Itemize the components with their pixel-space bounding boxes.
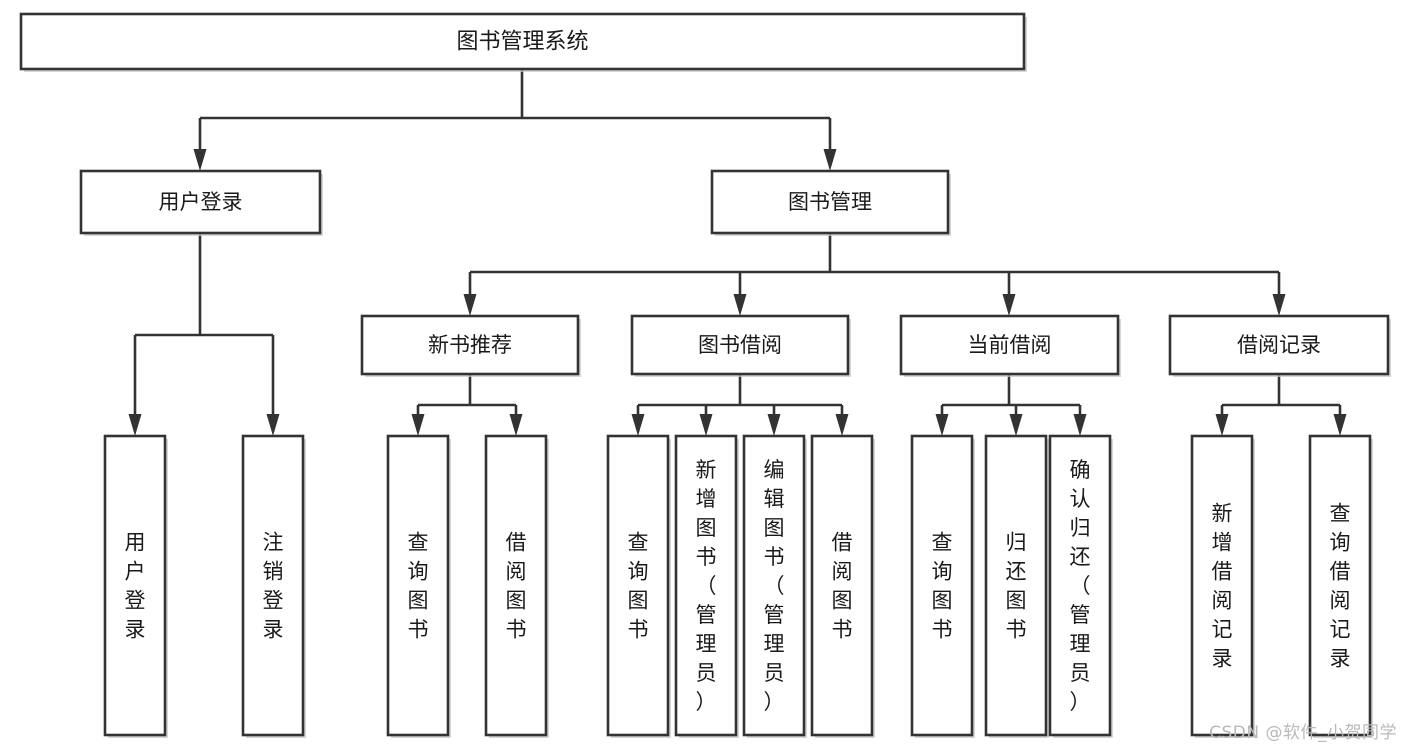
node-leaf-2-查询图书-rect — [386, 434, 450, 737]
node-leaf-8-查询图书-label: 查询图书 — [932, 531, 953, 642]
arrow-to-leaf-新书推荐-1-head — [509, 414, 523, 436]
node-level2-用户登录[interactable]: 用户登录 — [79, 169, 323, 236]
arrow-to-leaf-新书推荐-0-head — [411, 414, 425, 436]
node-level2-用户登录-label: 用户登录 — [159, 190, 243, 214]
node-level3-新书推荐[interactable]: 新书推荐 — [360, 314, 581, 377]
arrow-to-leaf-当前借阅-1-head — [1009, 414, 1023, 436]
node-leaf-10-确认归还管理员-rect — [1048, 434, 1112, 737]
arrow-to-level3-0-head — [463, 294, 477, 316]
node-level3-当前借阅-label: 当前借阅 — [968, 333, 1052, 357]
csdn-watermark: CSDN @软件_小贺同学 — [1209, 723, 1397, 743]
node-leaf-12-查询借阅记录-rect — [1308, 434, 1372, 737]
node-level3-借阅记录[interactable]: 借阅记录 — [1168, 314, 1391, 377]
node-root-图书管理系统-rect — [19, 12, 1026, 71]
node-leaf-1-注销登录[interactable]: 注销登录 — [241, 434, 306, 738]
node-leaf-4-查询图书[interactable]: 查询图书 — [606, 434, 671, 738]
node-level3-新书推荐-label: 新书推荐 — [428, 333, 512, 357]
node-level2-用户登录-rect — [79, 169, 322, 235]
node-level3-图书借阅-rect — [630, 314, 850, 376]
node-leaf-11-新增借阅记录[interactable]: 新增借阅记录 — [1190, 434, 1255, 738]
node-leaf-7-借阅图书-label: 借阅图书 — [832, 531, 853, 642]
node-leaf-0-用户登录[interactable]: 用户登录 — [103, 434, 168, 738]
arrow-to-leaf-当前借阅-2-head — [1073, 414, 1087, 436]
node-root-图书管理系统-label: 图书管理系统 — [456, 30, 588, 55]
node-leaf-6-编辑图书管理员-label: 编辑图书（管理员） — [764, 458, 785, 714]
node-leaf-9-归还图书-rect — [984, 434, 1048, 737]
node-leaf-4-查询图书-rect — [606, 434, 670, 737]
node-leaf-3-借阅图书[interactable]: 借阅图书 — [484, 434, 549, 738]
node-leaf-7-借阅图书[interactable]: 借阅图书 — [810, 434, 875, 738]
node-level3-图书借阅-label: 图书借阅 — [698, 333, 782, 357]
node-leaf-9-归还图书[interactable]: 归还图书 — [984, 434, 1049, 738]
node-level3-新书推荐-rect — [360, 314, 580, 376]
node-leaf-10-确认归还管理员-label: 确认归还（管理员） — [1070, 458, 1091, 714]
arrow-to-level3-3-head — [1272, 294, 1286, 316]
node-level3-借阅记录-rect — [1168, 314, 1390, 376]
node-leaf-8-查询图书-rect — [910, 434, 974, 737]
node-level3-借阅记录-label: 借阅记录 — [1237, 333, 1321, 357]
arrow-to-leaf-图书借阅-0-head — [631, 414, 645, 436]
node-leaf-7-借阅图书-rect — [810, 434, 874, 737]
node-leaf-2-查询图书-label: 查询图书 — [408, 531, 429, 642]
arrow-to-leaf-图书借阅-1-head — [699, 414, 713, 436]
node-level2-图书管理-label: 图书管理 — [788, 190, 872, 214]
node-leaf-12-查询借阅记录-label: 查询借阅记录 — [1330, 502, 1351, 671]
node-leaf-2-查询图书[interactable]: 查询图书 — [386, 434, 451, 738]
arrow-to-leaf-图书借阅-2-head — [767, 414, 781, 436]
arrow-to-level3-2-head — [1002, 294, 1016, 316]
node-layer: 图书管理系统用户登录图书管理新书推荐图书借阅当前借阅借阅记录用户登录注销登录查询… — [19, 12, 1391, 738]
arrow-to-level2-1-head — [823, 149, 837, 171]
node-leaf-3-借阅图书-rect — [484, 434, 548, 737]
node-level2-图书管理[interactable]: 图书管理 — [710, 169, 951, 236]
node-root-图书管理系统[interactable]: 图书管理系统 — [19, 12, 1027, 72]
arrow-to-user-login-leaf-0-head — [128, 414, 142, 436]
node-leaf-6-编辑图书管理员[interactable]: 编辑图书（管理员） — [742, 434, 807, 738]
node-leaf-8-查询图书[interactable]: 查询图书 — [910, 434, 975, 738]
arrow-to-level3-1-head — [733, 294, 747, 316]
arrow-to-leaf-借阅记录-0-head — [1215, 414, 1229, 436]
arrow-to-level2-0-head — [193, 149, 207, 171]
node-leaf-5-新增图书管理员-label: 新增图书（管理员） — [696, 458, 717, 714]
node-leaf-11-新增借阅记录-label: 新增借阅记录 — [1212, 502, 1233, 671]
node-leaf-4-查询图书-label: 查询图书 — [628, 531, 649, 642]
arrow-to-leaf-当前借阅-0-head — [935, 414, 949, 436]
node-level3-当前借阅-rect — [899, 314, 1120, 376]
node-leaf-0-用户登录-label: 用户登录 — [125, 531, 146, 642]
node-level3-当前借阅[interactable]: 当前借阅 — [899, 314, 1121, 377]
node-leaf-11-新增借阅记录-rect — [1190, 434, 1254, 737]
node-leaf-12-查询借阅记录[interactable]: 查询借阅记录 — [1308, 434, 1373, 738]
node-leaf-6-编辑图书管理员-rect — [742, 434, 806, 737]
node-leaf-9-归还图书-label: 归还图书 — [1006, 531, 1027, 642]
node-leaf-5-新增图书管理员-rect — [674, 434, 738, 737]
node-leaf-5-新增图书管理员[interactable]: 新增图书（管理员） — [674, 434, 739, 738]
node-level2-图书管理-rect — [710, 169, 950, 235]
node-leaf-3-借阅图书-label: 借阅图书 — [506, 531, 527, 642]
node-leaf-1-注销登录-label: 注销登录 — [263, 531, 284, 642]
node-leaf-10-确认归还管理员[interactable]: 确认归还（管理员） — [1048, 434, 1113, 738]
node-leaf-0-用户登录-rect — [103, 434, 167, 737]
connector-layer — [128, 69, 1347, 436]
node-level3-图书借阅[interactable]: 图书借阅 — [630, 314, 851, 377]
node-leaf-1-注销登录-rect — [241, 434, 305, 737]
arrow-to-leaf-图书借阅-3-head — [835, 414, 849, 436]
arrow-to-user-login-leaf-1-head — [266, 414, 280, 436]
arrow-to-leaf-借阅记录-1-head — [1333, 414, 1347, 436]
